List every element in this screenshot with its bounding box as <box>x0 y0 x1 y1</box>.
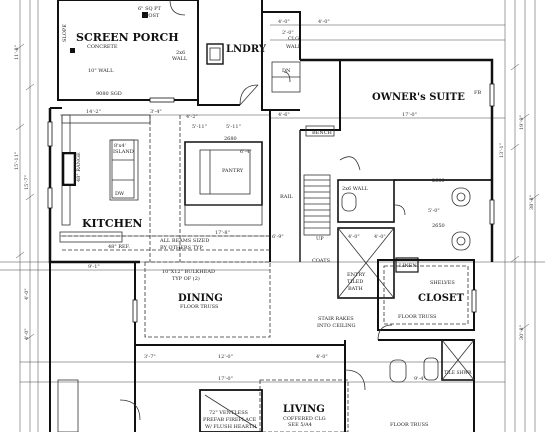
dim-20: 4'-0" <box>374 234 386 240</box>
room-owners-suite: OWNER's SUITE <box>372 92 465 103</box>
note-up: UP <box>316 236 324 242</box>
note-clg2: WALL <box>286 44 302 50</box>
room-living: LIVING <box>283 404 325 415</box>
note-down: DN <box>282 68 291 74</box>
dim-27: 19'-9" <box>519 115 525 130</box>
dim-5: 4'-2" <box>186 114 198 120</box>
note-pantry: PANTRY <box>222 168 244 174</box>
note-slope: SLOPE <box>62 24 68 42</box>
note-entry: ENTRY <box>347 272 366 278</box>
room-kitchen: KITCHEN <box>82 217 142 230</box>
dim-14: 3'-7" <box>144 354 156 360</box>
note-bulkhead2: TYP OF (2) <box>172 275 200 282</box>
note-linen: LINEN <box>399 263 417 269</box>
note-dw: DW <box>115 191 125 197</box>
room-laundry: LNDRY <box>226 44 267 55</box>
note-wall: WALL <box>172 56 188 62</box>
note-into-ceiling: INTO CEILING <box>317 323 356 329</box>
note-window-1: 2680 <box>224 136 237 142</box>
note-refr: 48" REF. <box>108 244 130 250</box>
note-fireplace: 72" VENTLESS <box>209 410 249 416</box>
note-beams: ALL BEAMS SIZED <box>159 238 209 244</box>
note-ten-wall: 10" WALL <box>88 68 114 74</box>
note-bench: BENCH <box>312 130 333 136</box>
note-fb: FB <box>474 90 481 96</box>
room-closet: CLOSET <box>418 293 465 304</box>
dim-24: 15'-11" <box>14 152 20 170</box>
dim-1: 4'-0" <box>278 19 290 25</box>
note-island2: ISLAND <box>113 149 134 155</box>
note-floor-truss: FLOOR TRUSS <box>398 314 437 320</box>
dim-4: 3'-4" <box>150 109 162 115</box>
dim-2: 4'-0" <box>318 19 330 25</box>
note-floor-truss-living: FLOOR TRUSS <box>390 422 429 428</box>
room-living-sub1: COFFERED CLG <box>283 416 326 422</box>
note-fireplace3: W/ FLUSH HEARTH <box>205 424 257 430</box>
note-island: 8'x4' <box>114 143 126 149</box>
dim-25: 38'-8" <box>529 195 535 210</box>
dim-28: 30'-8" <box>519 325 525 340</box>
note-wall2x6b: 2x6 WALL <box>342 186 369 192</box>
note-clg: CLG <box>288 36 299 42</box>
room-dining-sub: FLOOR TRUSS <box>180 304 219 310</box>
dim-12: 6'-9" <box>272 234 284 240</box>
note-fireplace2: PREFAB FIREPLACE <box>203 417 257 423</box>
note-bath: BATH <box>348 286 363 292</box>
dim-30: 4'-0" <box>24 328 30 340</box>
dim-18: 9'-4" <box>414 376 426 382</box>
dim-26: 13'-1" <box>499 143 505 158</box>
dim-8: 5'-11" <box>226 124 241 130</box>
room-screen-porch: SCREEN PORCH <box>76 31 179 44</box>
note-stair: STAIR RAKES <box>318 316 354 322</box>
walls <box>47 0 495 432</box>
note-post2: POST <box>145 13 160 19</box>
note-2x6: 2x6 <box>176 50 185 56</box>
dim-29: 4'-0" <box>24 288 30 300</box>
note-tile-shwr: TILE SHWR <box>444 370 472 376</box>
note-sgd: 9080 SGD <box>96 91 122 97</box>
note-window-3: 2650 <box>432 223 445 229</box>
note-window-2: 2680 <box>432 178 445 184</box>
dim-17: 17'-0" <box>218 376 233 382</box>
dim-21: 4'-0" <box>348 234 360 240</box>
dim-7: 5'-11" <box>192 124 207 130</box>
note-shelves: SHELVES <box>430 280 455 286</box>
dim-11: 17'-8" <box>215 230 230 236</box>
room-living-sub2: SEE 5/A4 <box>288 422 312 428</box>
note-range: 48" RANGE <box>76 152 82 182</box>
dim-9: 17'-0" <box>402 112 417 118</box>
note-coats: COATS <box>312 258 331 264</box>
annotations: 6" SQ PT POST 2x6 WALL CLG WALL 10" WALL… <box>62 6 481 430</box>
note-bulkhead: 10"X12" BULKHEAD <box>162 269 215 275</box>
dim-6: 4'-6" <box>278 112 290 118</box>
dim-19: 5'-0" <box>428 208 440 214</box>
room-dining: DINING <box>178 293 223 304</box>
dim-3: 14'-2" <box>86 109 101 115</box>
note-tiled: TILED <box>347 279 363 285</box>
dim-31: 2'-0" <box>282 30 294 36</box>
dim-15: 12'-0" <box>218 354 233 360</box>
note-rail: RAIL <box>280 194 293 200</box>
room-labels: SCREEN PORCH CONCRETE LNDRY OWNER's SUIT… <box>76 31 465 428</box>
room-screen-porch-sub: CONCRETE <box>87 44 118 50</box>
dim-10: 6'-4" <box>240 149 252 155</box>
dim-23: 15'-7" <box>24 175 30 190</box>
note-beams2: BY OTHERS TYP <box>160 245 203 251</box>
note-post: 6" SQ PT <box>138 6 162 12</box>
dim-13: 9'-1" <box>88 264 100 270</box>
dimension-texts: 4'-0" 4'-0" 14'-2" 3'-4" 4'-2" 4'-6" 5'-… <box>14 19 535 382</box>
dim-22: 11'-8" <box>14 45 20 60</box>
dim-16: 4'-0" <box>316 354 328 360</box>
